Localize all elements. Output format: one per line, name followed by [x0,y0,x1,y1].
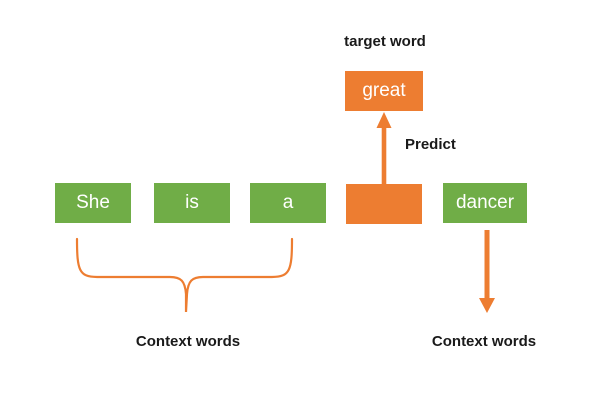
context-word-box-she: She [55,183,131,223]
context-word-text: She [76,192,110,213]
target-word-box: great [345,71,423,111]
target-word-label: target word [344,33,426,50]
context-word-text: dancer [455,192,515,213]
predict-label: Predict [405,136,456,153]
context-word-box-dancer: dancer [443,183,527,223]
hidden-word-box [346,184,422,224]
target-word-text: great [362,80,406,101]
context-brace-icon [75,237,294,313]
context-word-box-is: is [154,183,230,223]
context-word-box-a: a [250,183,326,223]
context-word-text: is [185,192,199,213]
context-words-left-label: Context words [135,333,241,350]
context-word-text: a [282,192,294,213]
context-down-arrow-icon [479,230,495,313]
context-words-right-label: Context words [431,333,537,350]
predict-arrow-icon [376,112,392,184]
